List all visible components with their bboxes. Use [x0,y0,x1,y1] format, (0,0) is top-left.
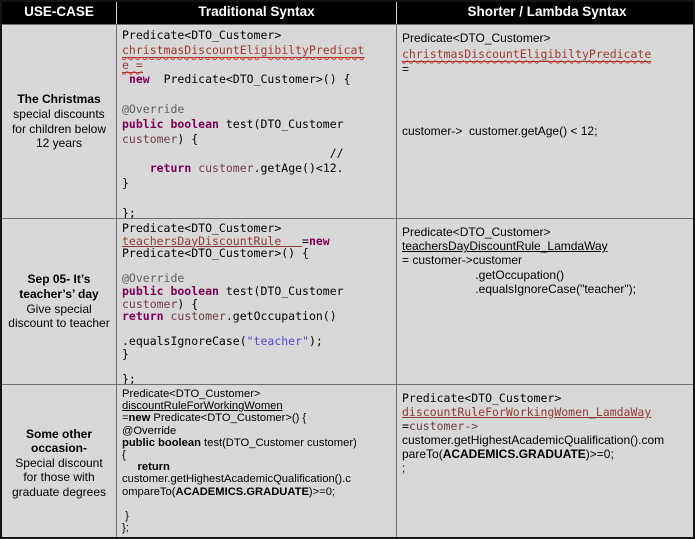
usecase-description: Give special discount to teacher [8,301,110,331]
usecase-description: special discounts for children below 12 … [11,106,107,151]
traditional-code-cell: Predicate<DTO_Customer>teachersDayDiscou… [117,219,397,384]
lambda-code-cell: Predicate<DTO_Customer>christmasDiscount… [402,31,652,138]
traditional-code-cell: Predicate<DTO_Customer>christmasDiscount… [117,25,397,218]
usecase-title: Some other occasion- [25,426,92,456]
usecase-cell: Sep 05- It’s teacher’s’ day Give special… [2,219,117,384]
traditional-code-cell: Predicate<DTO_Customer>discountRuleForWo… [117,385,397,537]
header-usecase: USE-CASE [2,2,117,24]
header-traditional-syntax: Traditional Syntax [117,2,397,24]
header-lambda-syntax: Shorter / Lambda Syntax [467,4,627,19]
lambda-code-cell: Predicate<DTO_Customer>teachersDayDiscou… [402,225,636,296]
lambda-code-cell: Predicate<DTO_Customer>discountRuleForWo… [402,391,665,475]
usecase-title: The Christmas [17,92,101,107]
usecase-cell: Some other occasion- Special discount fo… [2,385,117,537]
usecase-cell: The Christmas special discounts for chil… [2,25,117,218]
usecase-description: Special discount for those with graduate… [11,455,107,499]
usecase-title: Sep 05- It’s teacher’s’ day [19,272,99,301]
table-row-teachers-day: Sep 05- It’s teacher’s’ day Give special… [2,218,693,384]
table-header-row: USE-CASE Traditional Syntax Shorter / La… [2,2,693,24]
table-row-graduate: Some other occasion- Special discount fo… [2,384,693,537]
table-row-christmas: The Christmas special discounts for chil… [2,24,693,218]
